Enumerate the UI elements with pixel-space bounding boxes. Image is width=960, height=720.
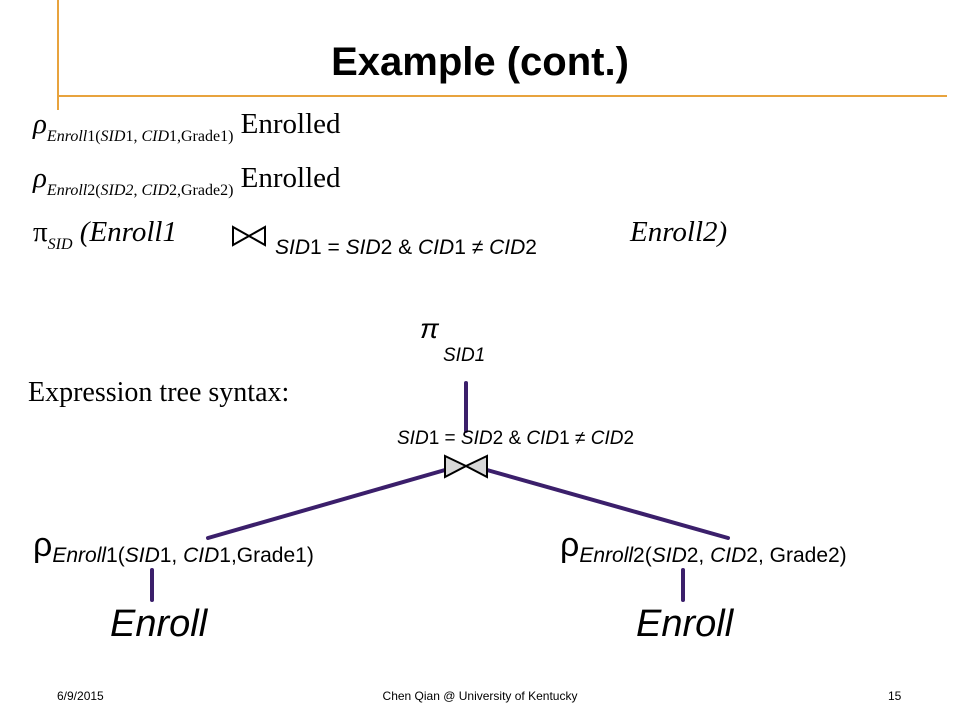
tree-edge-left: [206, 468, 447, 540]
join-condition: SID1 = SID2 & CID1 ≠ CID2: [275, 236, 537, 259]
tree-left-rename: ρEnroll1(SID1, CID1,Grade1): [33, 526, 314, 567]
tree-heading: Expression tree syntax:: [28, 377, 290, 408]
tree-pi-symbol: π: [420, 313, 439, 344]
accent-vertical-rule: [57, 0, 59, 110]
pi-symbol: π: [33, 216, 48, 248]
rename-subscript-1: Enroll1(SID1, CID1,Grade1): [46, 128, 234, 145]
rho-symbol: ρ: [33, 108, 47, 140]
relation-name: Enrolled: [240, 108, 341, 140]
rho-symbol: ρ: [33, 162, 47, 194]
rho-symbol: ρ: [560, 526, 580, 564]
tree-join-bowtie-icon: [444, 454, 488, 479]
rho-symbol: ρ: [33, 526, 53, 564]
join-right-operand: Enroll2): [630, 216, 728, 248]
rename-formula-1: ρEnroll1(SID1, CID1,Grade1) Enrolled: [33, 108, 341, 146]
bowtie-join-icon: [232, 225, 266, 247]
tree-right-leaf: Enroll: [636, 603, 734, 645]
projection-subscript: SID: [47, 236, 73, 253]
tree-join-condition: SID1 = SID2 & CID1 ≠ CID2: [397, 428, 635, 449]
tree-projection-subscript: SID1: [443, 345, 486, 366]
tree-right-rename: ρEnroll2(SID2, CID2, Grade2): [560, 526, 847, 567]
projection-join-formula: πSID (Enroll1: [33, 216, 177, 254]
slide-title: Example (cont.): [331, 40, 629, 84]
footer-author: Chen Qian @ University of Kentucky: [382, 689, 578, 703]
rename-formula-2: ρEnroll2(SID2, CID2,Grade2) Enrolled: [33, 162, 341, 200]
join-left-operand: (Enroll1: [79, 216, 177, 248]
footer-date: 6/9/2015: [57, 689, 104, 703]
rename-subscript-2: Enroll2(SID2, CID2,Grade2): [46, 182, 234, 199]
tree-left-leaf: Enroll: [110, 603, 208, 645]
footer-page-number: 15: [888, 689, 902, 703]
accent-horizontal-rule: [57, 95, 947, 97]
tree-edge-right: [485, 468, 730, 540]
relation-name: Enrolled: [240, 162, 341, 194]
